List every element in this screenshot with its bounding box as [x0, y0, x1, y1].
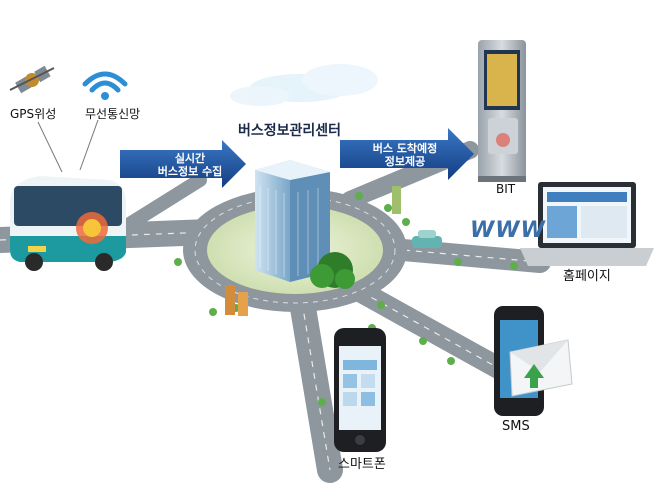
homepage-label: 홈페이지	[563, 269, 611, 284]
bit-label: BIT	[496, 182, 516, 196]
wireless-network-label: 무선통신망	[85, 107, 141, 121]
wireless-graphic	[82, 71, 128, 100]
clouds	[230, 64, 378, 106]
laptop-graphic	[520, 182, 654, 266]
collect-arrow-label: 실시간 버스정보 수집	[150, 152, 230, 178]
sms-label: SMS	[502, 419, 530, 434]
gps-satellite-graphic	[9, 65, 55, 94]
smartphone-graphic	[334, 328, 386, 452]
gps-satellite-label: GPS위성	[10, 107, 57, 121]
control-center-building	[255, 160, 355, 289]
car	[412, 230, 442, 248]
bit-kiosk-graphic	[478, 40, 526, 182]
www-text: WWW	[470, 218, 546, 243]
collect-arrow-line1: 실시간	[174, 152, 206, 165]
signal-lines	[37, 119, 99, 173]
bus-graphic	[10, 176, 126, 271]
collect-arrow-line2: 버스정보 수집	[157, 165, 223, 178]
provide-arrow	[340, 128, 474, 180]
provide-arrow-line2: 정보제공	[384, 155, 426, 168]
collect-arrow	[120, 140, 246, 188]
provide-arrow-line1: 버스 도착예정	[372, 142, 438, 155]
control-center-title: 버스정보관리센터	[238, 123, 342, 139]
side-buildings	[225, 186, 401, 316]
smartphone-label: 스마트폰	[338, 457, 386, 472]
sms-phone-graphic	[494, 306, 573, 416]
provide-arrow-label: 버스 도착예정 정보제공	[362, 142, 448, 168]
